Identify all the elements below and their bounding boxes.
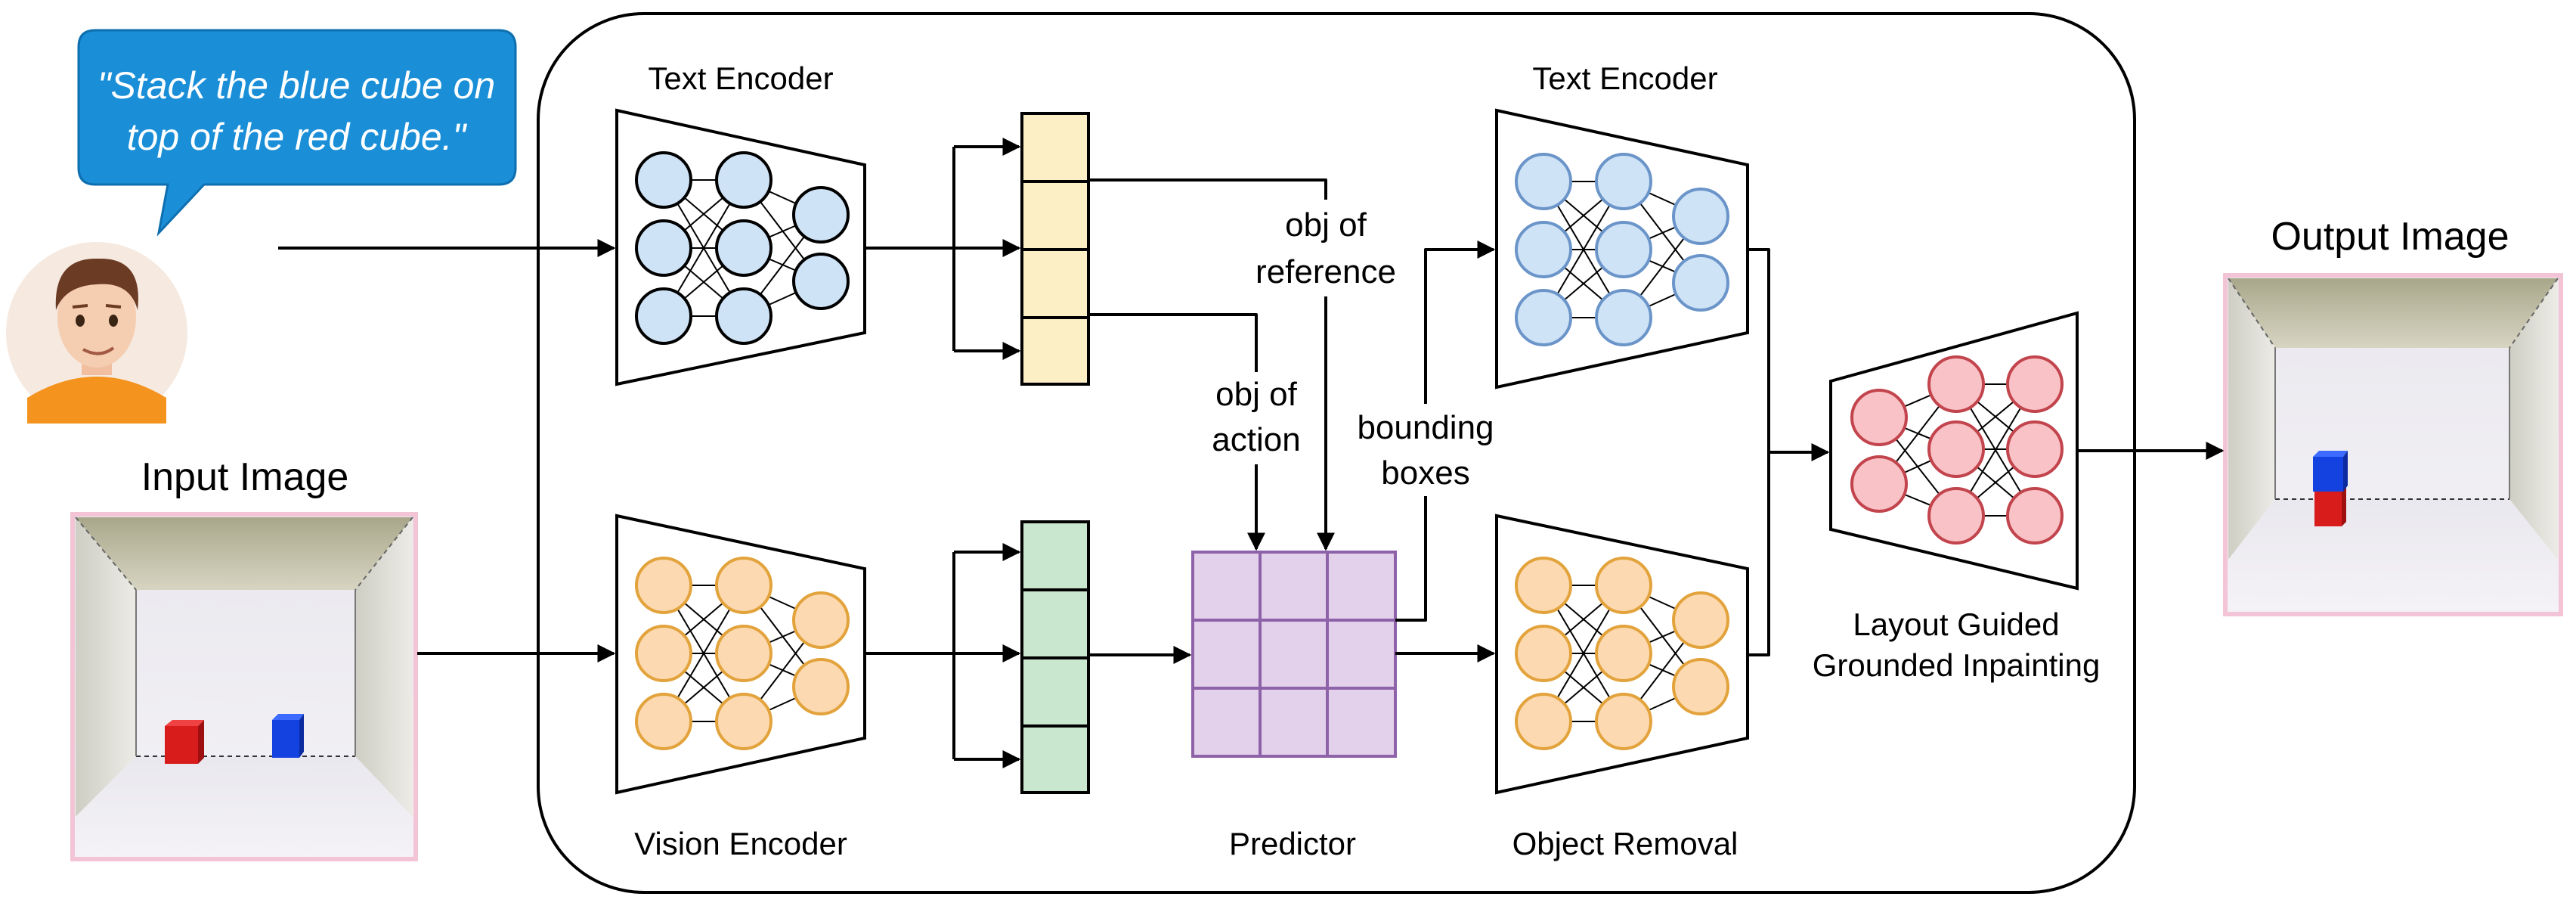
network-node bbox=[715, 287, 772, 345]
network-node bbox=[1595, 153, 1652, 210]
speech-text-line-1: "Stack the blue cube on bbox=[98, 64, 495, 107]
network-node bbox=[1515, 289, 1572, 346]
network-node bbox=[1927, 355, 1985, 413]
arrow-obj-action bbox=[1088, 313, 1265, 551]
network-node bbox=[1850, 389, 1908, 446]
annotation-obj-of-action: obj of action bbox=[1196, 372, 1317, 464]
annotation-obj-of-reference: obj of reference bbox=[1232, 200, 1420, 296]
network-node bbox=[635, 151, 692, 209]
network-node bbox=[635, 287, 692, 345]
network-node bbox=[1595, 221, 1652, 278]
object-removal-network bbox=[1515, 557, 1729, 750]
network-node bbox=[635, 625, 692, 682]
text-encoder-right bbox=[1495, 108, 1749, 389]
network-node bbox=[1927, 420, 1985, 478]
text-encoder-top-label: Text Encoder bbox=[648, 61, 833, 96]
speech-text-line-2: top of the red cube." bbox=[127, 116, 468, 158]
network-node bbox=[1595, 289, 1652, 346]
network-node bbox=[1515, 693, 1572, 750]
predictor-label: Predictor bbox=[1229, 826, 1356, 861]
red-cube bbox=[165, 720, 204, 764]
inpainting-network-nodes bbox=[1850, 355, 2064, 545]
network-node bbox=[715, 693, 772, 750]
object-removal bbox=[1495, 514, 1749, 795]
vision-encoder-label: Vision Encoder bbox=[634, 826, 847, 861]
inpainting-network bbox=[1829, 311, 2079, 591]
network-node bbox=[792, 186, 850, 244]
object-removal-label: Object Removal bbox=[1512, 826, 1738, 861]
network-node bbox=[1927, 487, 1985, 545]
network-node bbox=[715, 625, 772, 682]
network-node bbox=[715, 219, 772, 277]
network-node bbox=[1672, 658, 1729, 715]
inpainting-label-line-1: Layout Guided bbox=[1853, 607, 2059, 642]
network-node bbox=[1672, 591, 1729, 649]
blue-cube bbox=[272, 714, 304, 758]
obj-of-reference-line-2: reference bbox=[1255, 253, 1396, 290]
vision-encoder bbox=[615, 514, 866, 795]
input-image bbox=[70, 512, 418, 861]
network-node bbox=[1515, 221, 1572, 278]
user-avatar bbox=[6, 242, 187, 424]
network-node bbox=[635, 693, 692, 750]
network-node bbox=[1672, 188, 1729, 245]
output-image-title: Output Image bbox=[2271, 215, 2509, 259]
obj-of-action-line-2: action bbox=[1212, 421, 1300, 458]
network-node bbox=[1515, 625, 1572, 682]
bounding-boxes-line-2: boxes bbox=[1381, 455, 1469, 492]
stacked-blue-cube bbox=[2313, 451, 2348, 492]
input-image-title: Input Image bbox=[141, 455, 349, 499]
network-node bbox=[792, 591, 850, 649]
arrow-obj-reference bbox=[1088, 178, 1335, 551]
network-node bbox=[1595, 557, 1652, 614]
network-node bbox=[1515, 557, 1572, 614]
network-node bbox=[635, 557, 692, 614]
vision-token-stack bbox=[1020, 520, 1090, 794]
network-node bbox=[715, 557, 772, 614]
network-node bbox=[715, 151, 772, 209]
text-encoder-right-label: Text Encoder bbox=[1532, 61, 1717, 96]
network-node bbox=[2006, 420, 2064, 478]
network-node bbox=[1595, 693, 1652, 750]
network-node bbox=[1850, 455, 1908, 513]
text-encoder-right-network bbox=[1515, 153, 1729, 346]
obj-of-action-line-1: obj of bbox=[1215, 376, 1297, 413]
network-node bbox=[635, 219, 692, 277]
annotation-bounding-boxes: bounding boxes bbox=[1348, 404, 1503, 496]
predictor-grid bbox=[1191, 551, 1397, 758]
vision-encoder-network bbox=[635, 557, 850, 750]
pipeline-frame bbox=[537, 12, 2136, 894]
network-node bbox=[1595, 625, 1652, 682]
network-node bbox=[792, 658, 850, 715]
network-node bbox=[2006, 355, 2064, 413]
network-node bbox=[792, 253, 850, 310]
text-encoder-top bbox=[615, 108, 866, 386]
stacked-red-cube bbox=[2314, 487, 2346, 526]
text-token-stack bbox=[1020, 112, 1090, 386]
obj-of-reference-line-1: obj of bbox=[1285, 206, 1367, 244]
speech-bubble: "Stack the blue cube on top of the red c… bbox=[77, 29, 517, 237]
network-node bbox=[1515, 153, 1572, 210]
network-node bbox=[2006, 487, 2064, 545]
text-encoder-top-network bbox=[635, 151, 850, 345]
output-image bbox=[2223, 273, 2563, 616]
inpainting-label-line-2: Grounded Inpainting bbox=[1813, 647, 2101, 683]
line-text-encoder-right-out bbox=[1748, 248, 1770, 452]
line-object-removal-out bbox=[1748, 452, 1770, 656]
bounding-boxes-line-1: bounding bbox=[1357, 409, 1494, 446]
network-node bbox=[1672, 254, 1729, 312]
